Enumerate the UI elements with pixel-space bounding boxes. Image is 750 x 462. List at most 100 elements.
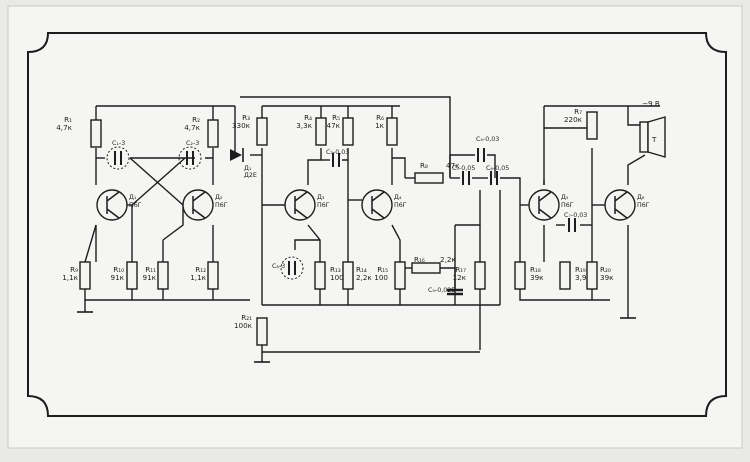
transistor-type-label: П6Г bbox=[637, 202, 650, 209]
resistor-ref-label: R₇ bbox=[574, 107, 582, 116]
transistor-ref-label: Д₄ bbox=[394, 194, 402, 201]
capacitor-c4: C₄-0,03 bbox=[476, 136, 499, 162]
resistor-ref-label: R₁₀ bbox=[113, 265, 124, 274]
capacitor-c5: C₅-0,05 bbox=[452, 165, 475, 185]
transistor-ref-label: Д₃ bbox=[317, 194, 325, 201]
diode-symbol bbox=[230, 148, 244, 162]
resistor-value-label: 100к bbox=[234, 321, 253, 330]
resistor-ref-label: R₁₁ bbox=[145, 265, 156, 274]
resistor-value-label: 3,3к bbox=[296, 121, 312, 130]
resistor-value-label: 4,7к bbox=[56, 123, 72, 132]
resistor-value-label: 2,2к bbox=[356, 273, 372, 282]
resistor-value-label: 3,9к bbox=[575, 273, 591, 282]
resistor-ref-label: R₂₁ bbox=[241, 313, 252, 322]
resistor-ref-label: R₈ bbox=[420, 161, 428, 170]
resistor-value-label: 2,2к bbox=[440, 255, 456, 264]
resistor-value-label: 39к bbox=[600, 273, 614, 282]
resistor-value-label: 330к bbox=[232, 121, 251, 130]
diode-ref-label: Д₁ bbox=[244, 165, 252, 172]
capacitor-label: C₁-3 bbox=[112, 140, 125, 147]
resistor-r9: R₉1,1к bbox=[62, 261, 91, 290]
resistor-value-label: 39к bbox=[530, 273, 544, 282]
capacitor-label: C₇-0,03 bbox=[564, 212, 587, 219]
resistor-ref-label: R₂₀ bbox=[600, 265, 611, 274]
resistor-value-label: 220к bbox=[564, 115, 583, 124]
resistor-value-label: 1,1к bbox=[62, 273, 78, 282]
resistor-ref-label: R₅ bbox=[332, 113, 340, 122]
resistor-ref-label: R₁₆ bbox=[414, 255, 425, 264]
resistor-value-label: 1,1к bbox=[190, 273, 206, 282]
capacitor-label: C₅-0,05 bbox=[452, 165, 475, 172]
resistor-ref-label: R₁ bbox=[64, 115, 72, 124]
card-border bbox=[27, 32, 727, 417]
capacitor-c1: C₁-3 bbox=[106, 140, 130, 170]
resistor-value-label: 91к bbox=[111, 273, 125, 282]
resistor-value-label: 47к bbox=[446, 161, 460, 170]
transistor-type-label: П6Г bbox=[129, 202, 142, 209]
resistor-ref-label: R₁₅ bbox=[377, 265, 388, 274]
transistor-ref-label: Д₂ bbox=[215, 194, 223, 201]
resistor-ref-label: R₁₄ bbox=[356, 265, 367, 274]
resistor-value-label: 12к bbox=[453, 273, 467, 282]
resistor-ref-label: R₄ bbox=[304, 113, 312, 122]
speaker-symbol bbox=[639, 116, 666, 158]
transistor-ref-label: Д₆ bbox=[637, 194, 645, 201]
capacitor-label: C₂-3 bbox=[186, 140, 199, 147]
capacitor-label: C₄-0,03 bbox=[476, 136, 499, 143]
capacitor-c7: C₇-0,03 bbox=[564, 212, 587, 232]
resistor-r4: R₄3,3к bbox=[296, 113, 327, 146]
capacitor-c3: C₃-0,03 bbox=[326, 149, 349, 167]
resistor-value-label: 4,7к bbox=[184, 123, 200, 132]
resistor-ref-label: R₆ bbox=[376, 113, 384, 122]
resistor-ref-label: R₉ bbox=[70, 265, 78, 274]
resistor-r1: R₁4,7к bbox=[56, 115, 102, 148]
ground-symbols bbox=[77, 311, 636, 363]
transistor-ref-label: Д₅ bbox=[561, 194, 569, 201]
transistor-type-label: П6Г bbox=[394, 202, 407, 209]
capacitor-label: C₈-3 bbox=[272, 263, 285, 270]
resistor-r8: R₈ 47к bbox=[414, 161, 460, 184]
capacitor-label: C₉-0,025 bbox=[428, 287, 455, 294]
resistor-r16: R₁₆ 2,2к bbox=[411, 255, 456, 274]
diode-type-label: Д2Е bbox=[244, 172, 257, 179]
resistor-ref-label: R₁₉ bbox=[575, 265, 586, 274]
resistor-group: R₁4,7кR₂4,7кR₃330кR₄3,3кR₅47кR₆1кR₇220кR… bbox=[56, 107, 614, 346]
supply-label: −9 В bbox=[642, 99, 660, 108]
capacitor-c6: C₆-0,05 bbox=[486, 165, 509, 185]
transistor-ref-label: Д₁ bbox=[129, 194, 137, 201]
resistor-ref-label: R₁₈ bbox=[530, 265, 541, 274]
transistor-type-label: П6Г bbox=[317, 202, 330, 209]
transistor-type-label: П6Г bbox=[215, 202, 228, 209]
resistor-value-label: 91к bbox=[143, 273, 157, 282]
resistor-ref-label: R₂ bbox=[192, 115, 200, 124]
transistor-type-label: П6Г bbox=[561, 202, 574, 209]
resistor-ref-label: R₃ bbox=[242, 113, 250, 122]
resistor-ref-label: R₁₂ bbox=[195, 265, 206, 274]
capacitor-c2: C₂-3 bbox=[178, 140, 202, 170]
resistor-value-label: 100 bbox=[330, 273, 344, 282]
